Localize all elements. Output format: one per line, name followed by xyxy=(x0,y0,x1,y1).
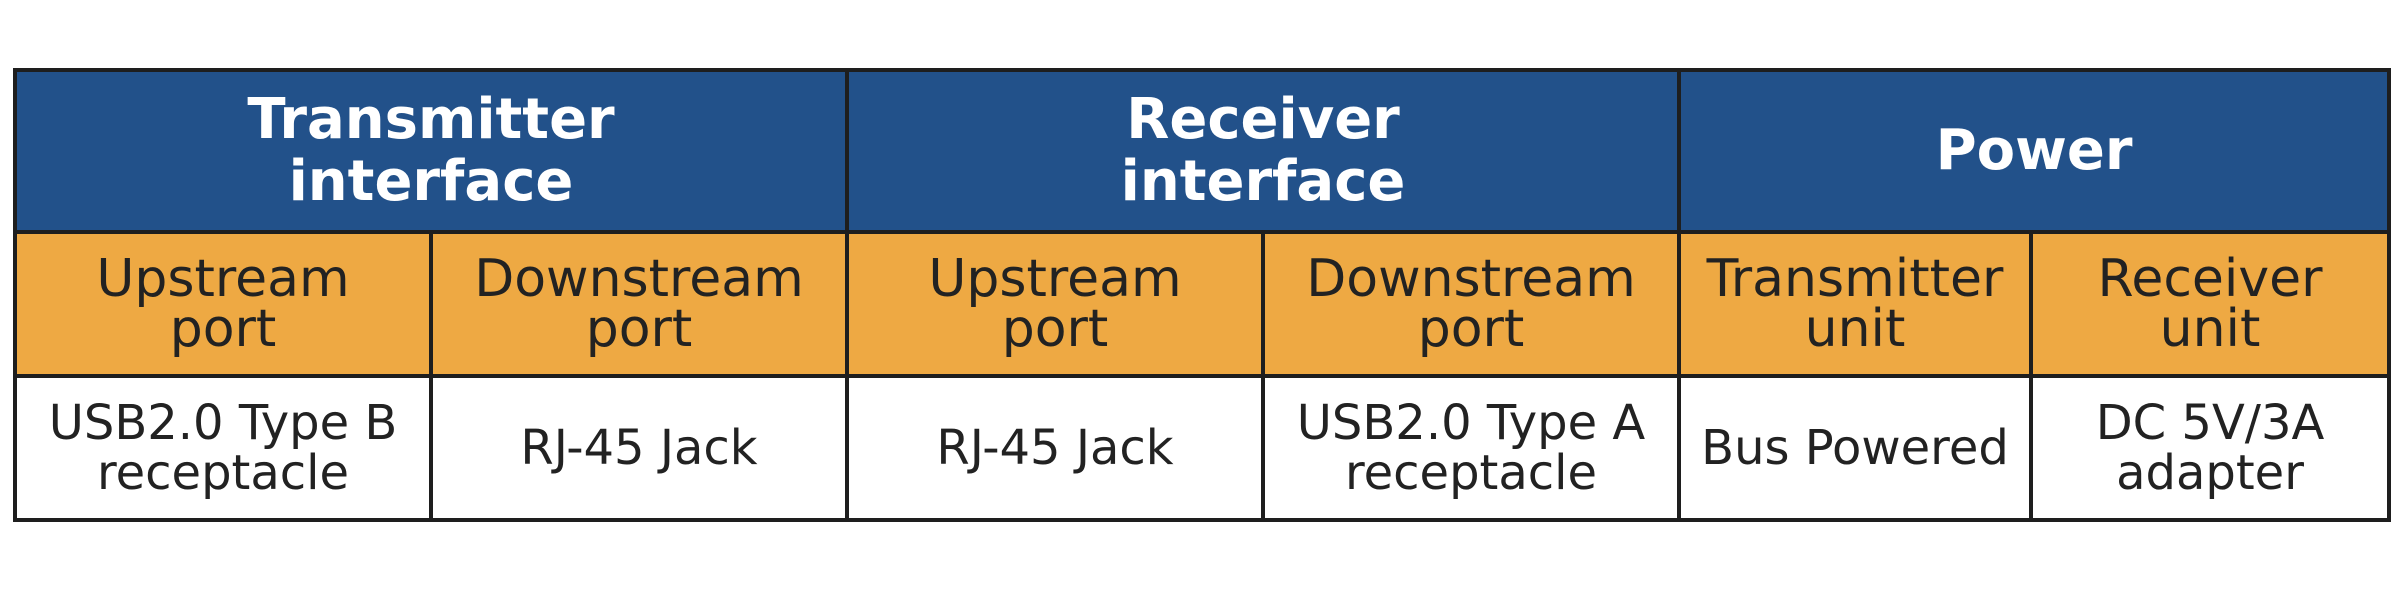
sub-header-rx-downstream-port: Downstream port xyxy=(1260,230,1682,378)
cell-receiver-unit-power: DC 5V/3A adapter xyxy=(2029,374,2392,522)
group-header-power: Power xyxy=(1677,68,2392,234)
interface-spec-table: Transmitter interface Receiver interface… xyxy=(13,68,2392,522)
table-row: USB2.0 Type B receptacle RJ-45 Jack RJ-4… xyxy=(13,374,2392,522)
sub-header-rx-upstream-port: Upstream port xyxy=(845,230,1265,378)
cell-rx-upstream-port: RJ-45 Jack xyxy=(845,374,1265,522)
sub-header-row: Upstream port Downstream port Upstream p… xyxy=(13,230,2392,378)
group-header-receiver-interface: Receiver interface xyxy=(844,68,1682,234)
group-header-transmitter-interface: Transmitter interface xyxy=(13,68,849,234)
cell-rx-downstream-port: USB2.0 Type A receptacle xyxy=(1260,374,1682,522)
sub-header-receiver-unit: Receiver unit xyxy=(2029,230,2392,378)
cell-tx-upstream-port: USB2.0 Type B receptacle xyxy=(13,374,433,522)
group-header-row: Transmitter interface Receiver interface… xyxy=(13,68,2392,234)
sub-header-tx-upstream-port: Upstream port xyxy=(13,230,433,378)
spec-table-container: Transmitter interface Receiver interface… xyxy=(13,68,2392,522)
cell-transmitter-unit-power: Bus Powered xyxy=(1677,374,2034,522)
cell-tx-downstream-port: RJ-45 Jack xyxy=(429,374,849,522)
sub-header-transmitter-unit: Transmitter unit xyxy=(1677,230,2034,378)
sub-header-tx-downstream-port: Downstream port xyxy=(429,230,849,378)
